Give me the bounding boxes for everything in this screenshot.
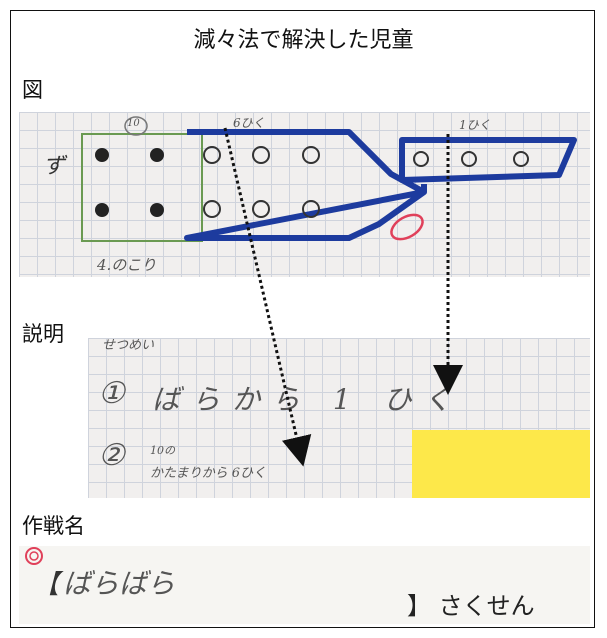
step2-marker: ② — [98, 438, 125, 473]
figure-drawing — [81, 116, 577, 242]
explanation-photo: せつめい ① ばらから 1 ひく ② 10の かたまりから 6ひく — [88, 338, 590, 498]
step2-small: 10の — [150, 444, 175, 457]
top-left-number: 10 — [127, 118, 140, 129]
take-one-outline — [399, 137, 577, 183]
figure-photo: 10 ず 6ひく 1ひく 4.のこり — [19, 112, 590, 277]
top-note: せつめい — [102, 338, 155, 353]
strategy-name-text: ばらばら — [63, 567, 176, 600]
red-zero — [390, 213, 424, 241]
left-text: ず — [43, 154, 66, 179]
bottom-note: 4.のこり — [97, 256, 157, 274]
dot — [95, 148, 109, 162]
document-frame — [10, 10, 595, 628]
step1-text: ばらから 1 ひく — [152, 383, 464, 416]
flower-drawing — [25, 547, 43, 565]
step2-text: かたまりから 6ひく — [150, 466, 267, 481]
strategy-photo: 【 ばらばら 】 さくせん — [19, 546, 590, 624]
dot — [150, 203, 164, 217]
strategy-name-label: 作戦名 — [22, 514, 85, 538]
take-label-2: 1ひく — [459, 118, 491, 132]
strategy-suffix: 】 さくせん — [407, 592, 535, 620]
take-label-1: 6ひく — [233, 116, 265, 130]
figure-label: 図 — [22, 78, 43, 102]
dot — [150, 148, 164, 162]
step1-marker: ① — [98, 376, 125, 411]
explanation-label: 説明 — [22, 322, 64, 346]
open-bracket: 【 — [33, 570, 60, 600]
page-title: 減々法で解決した児童 — [193, 28, 414, 53]
dot — [95, 203, 109, 217]
yellow-highlight — [412, 430, 590, 498]
